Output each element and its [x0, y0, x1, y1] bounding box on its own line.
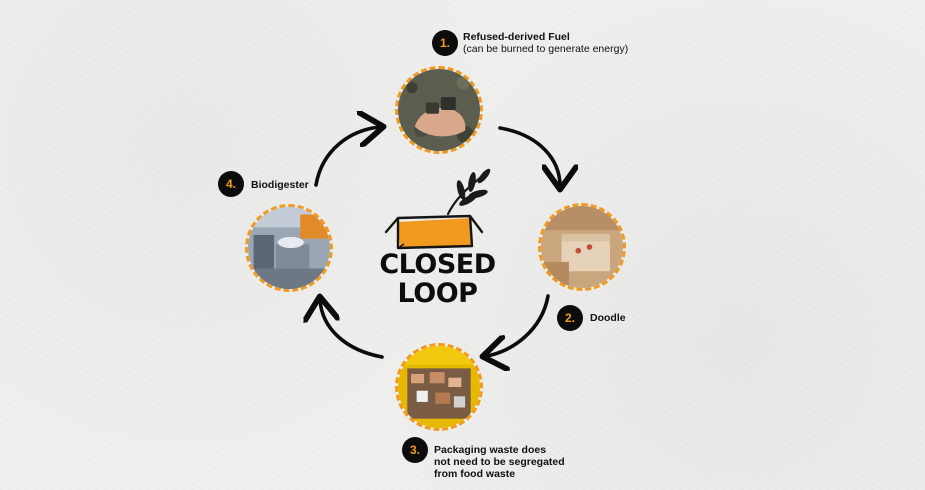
- step-3-label: Packaging waste does not need to be segr…: [434, 444, 565, 480]
- closed-loop-title: CLOSED LOOP: [370, 250, 505, 308]
- arrow-icon: [320, 300, 384, 359]
- photo-refused-derived-fuel: [395, 66, 483, 154]
- step-4-title: Biodigester: [251, 179, 309, 191]
- step-1-badge: 1.: [432, 30, 458, 56]
- photo-doodle: [538, 203, 626, 291]
- photo-biodigester: [245, 204, 333, 292]
- step-1-subtitle: (can be burned to generate energy): [463, 43, 629, 55]
- arrow-icon: [498, 126, 560, 186]
- step-2-label: Doodle: [590, 312, 626, 324]
- step-3-title-line-2: not need to be segregated: [434, 456, 565, 468]
- step-4-label: Biodigester: [251, 179, 309, 191]
- box-with-leaves-icon: [384, 168, 491, 250]
- step-3-title-line-3: from food waste: [434, 468, 516, 480]
- step-1-label: Refused-derived Fuel (can be burned to g…: [463, 31, 628, 55]
- step-1-title: Refused-derived Fuel: [463, 31, 570, 43]
- photo-packaging-waste: [395, 343, 483, 431]
- step-3-badge: 3.: [402, 437, 428, 463]
- arrow-icon: [486, 294, 550, 356]
- title-line-2: LOOP: [397, 278, 478, 309]
- arrow-icon: [314, 127, 380, 187]
- step-3-title-line-1: Packaging waste does: [434, 444, 547, 456]
- step-2-title: Doodle: [590, 312, 626, 324]
- title-line-1: CLOSED: [379, 249, 496, 280]
- step-2-badge: 2.: [557, 305, 583, 331]
- step-4-badge: 4.: [218, 171, 244, 197]
